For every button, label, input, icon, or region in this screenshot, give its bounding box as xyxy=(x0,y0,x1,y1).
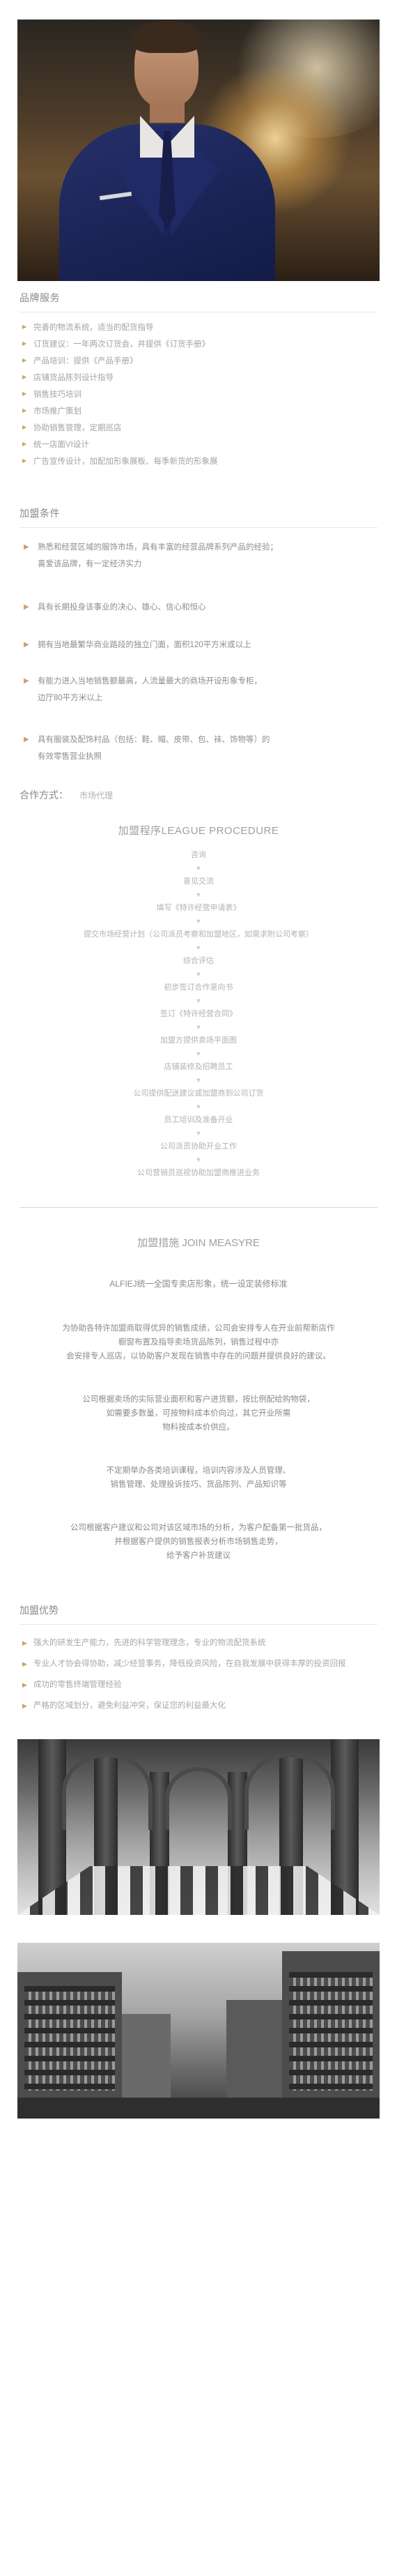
bullet-icon: ▶ xyxy=(22,340,27,347)
page: 品牌服务 ▶完善的物流系统，适当的配货指导 ▶订货建议：一年两次订货会，并提供《… xyxy=(0,20,397,2119)
procedure-step: 初步签订合作意向书 xyxy=(164,983,233,992)
bullet-icon: ▶ xyxy=(22,324,27,330)
list-item: ▶成功的零售终端管理经验 xyxy=(22,1681,122,1689)
list-item: ▶店铺货品陈列设计指导 xyxy=(22,374,114,382)
advantages-list: ▶强大的研发生产能力，先进的科学管理理念，专业的物流配货系统 ▶专业人才协会得协… xyxy=(20,1637,377,1711)
cooperation-value: 市场代理 xyxy=(79,791,114,801)
list-item: ▶具有长期投身该事业的决心、雄心、信心和恒心 xyxy=(20,599,377,637)
bullet-icon: ▶ xyxy=(22,407,27,414)
measures-paragraph: 公司根据卖场的实际营业面积和客户进货额，按比例配给购物袋， 如需要多数量，可按物… xyxy=(82,1395,315,1432)
bullet-icon: ▶ xyxy=(24,603,29,611)
advantages-title: 加盟优势 xyxy=(20,1605,59,1616)
bullet-icon: ▶ xyxy=(22,357,27,363)
bullet-icon: ▶ xyxy=(22,374,27,380)
list-item: ▶专业人才协会得协助，减少经营事务，降低投资风险，在自我发展中获得丰厚的投资回报 xyxy=(22,1660,346,1668)
arrow-down-icon: ▼ xyxy=(195,1050,202,1057)
list-item: ▶具有服装及配饰村品（包括：鞋、帽、皮带、包、袜、饰物等）的有效零售营业执照 xyxy=(20,732,377,778)
arrow-down-icon: ▼ xyxy=(195,1077,202,1084)
bullet-icon: ▶ xyxy=(24,641,29,649)
bullet-icon: ▶ xyxy=(22,441,27,447)
bullet-icon: ▶ xyxy=(22,1681,27,1688)
procedure-step: 意见交流 xyxy=(183,877,214,886)
list-item: ▶协助销售管理，定期巡店 xyxy=(22,424,122,432)
list-item: ▶广告宣传设计，加配加形象展板、每季新货的形象展 xyxy=(22,457,218,466)
photo-arch xyxy=(165,1767,232,1830)
arrow-down-icon: ▼ xyxy=(195,1024,202,1031)
advantages-rule xyxy=(20,1624,377,1625)
arrow-down-icon: ▼ xyxy=(195,1130,202,1137)
arrow-down-icon: ▼ xyxy=(195,918,202,925)
cathedral-interior-photo xyxy=(17,1739,380,1915)
procedure-step: 提交市场经营计划（公司派员考察和加盟地区，如需求附公司考察） xyxy=(84,930,313,939)
measures-paragraph: 为协助各特许加盟商取得优异的销售成绩，公司会安排专人在开业前帮新店作 橱窗布置及… xyxy=(62,1324,335,1361)
bullet-icon: ▶ xyxy=(24,736,29,743)
hero-hair xyxy=(132,21,201,53)
procedure-step: 签订《特许经营合同》 xyxy=(160,1010,237,1018)
measures-title: 加盟措施 JOIN MEASYRE xyxy=(137,1237,260,1249)
procedure-title: 加盟程序LEAGUE PROCEDURE xyxy=(118,825,279,837)
procedure-step: 综合评估 xyxy=(183,957,214,965)
cooperation-row: 合作方式： 市场代理 xyxy=(20,785,377,805)
list-item: ▶销售技巧培训 xyxy=(22,391,81,399)
list-item: ▶订货建议：一年两次订货会，并提供《订货手册》 xyxy=(22,340,210,349)
photo-arch xyxy=(62,1753,153,1830)
brand-services-list: ▶完善的物流系统，适当的配货指导 ▶订货建议：一年两次订货会，并提供《订货手册》… xyxy=(20,319,377,470)
procedure-step: 咨询 xyxy=(191,851,206,859)
photo-checkered-floor xyxy=(17,1866,380,1915)
procedure-step: 员工培训及准备开业 xyxy=(164,1116,233,1124)
measures-intro: ALFIEJ统一全国专卖店形象，统一设定装修标准 xyxy=(109,1279,288,1289)
measures-paragraph: 公司根据客户建议和公司对该区域市场的分析，为客户配备第一批货品， 并根据客户提供… xyxy=(70,1524,327,1560)
list-item: ▶产品培训：提供《产品手册》 xyxy=(22,357,138,365)
list-item: ▶强大的研发生产能力，先进的科学管理理念，专业的物流配货系统 xyxy=(22,1639,266,1647)
arrow-down-icon: ▼ xyxy=(195,971,202,978)
arrow-down-icon: ▼ xyxy=(195,1156,202,1163)
list-item: ▶完善的物流系统，适当的配货指导 xyxy=(22,324,154,332)
procedure-step: 店铺装修及招聘员工 xyxy=(164,1063,233,1071)
procedure-flow: 咨询 ▼ 意见交流 ▼ 填写《特许经营申请表》 ▼ 提交市场经营计划（公司派员考… xyxy=(17,847,380,1181)
photo-street xyxy=(17,2098,380,2119)
hero-photo-model-in-suit xyxy=(17,20,380,281)
conditions-title: 加盟条件 xyxy=(20,508,60,519)
bullet-icon: ▶ xyxy=(22,1660,27,1667)
procedure-step: 加盟方提供卖场平面图 xyxy=(160,1036,237,1045)
conditions-rule xyxy=(20,527,377,528)
measures-paragraph: 不定期举办各类培训课程，培训内容涉及人员管理、 销售管理、处理投诉技巧、货品陈列… xyxy=(106,1467,291,1489)
brand-services-title: 品牌服务 xyxy=(20,292,60,303)
arrow-down-icon: ▼ xyxy=(195,865,202,872)
arrow-down-icon: ▼ xyxy=(195,944,202,951)
list-item: ▶有能力进入当地销售额最高，人流量最大的商场开设形象专柜，边厅80平方米以上 xyxy=(20,673,377,732)
section-divider xyxy=(20,1207,377,1208)
arrow-down-icon: ▼ xyxy=(195,997,202,1004)
list-item: ▶熟悉和经营区域的服饰市场，具有丰富的经营品牌系列产品的经验；喜爱该品牌，有一定… xyxy=(20,539,377,599)
photo-building xyxy=(17,1972,122,2119)
list-item: ▶严格的区域划分，避免利益冲突，保证您的利益最大化 xyxy=(22,1702,226,1710)
arrow-down-icon: ▼ xyxy=(195,1103,202,1110)
photo-arch xyxy=(244,1753,335,1830)
bullet-icon: ▶ xyxy=(22,424,27,430)
bullet-icon: ▶ xyxy=(24,543,29,551)
arrow-down-icon: ▼ xyxy=(195,891,202,898)
procedure-step: 填写《特许经营申请表》 xyxy=(156,904,241,912)
city-street-photo xyxy=(17,1943,380,2119)
list-item: ▶统一店面VI设计 xyxy=(22,441,89,449)
bullet-icon: ▶ xyxy=(22,1639,27,1646)
conditions-list: ▶熟悉和经营区域的服饰市场，具有丰富的经营品牌系列产品的经验；喜爱该品牌，有一定… xyxy=(20,539,377,778)
photo-building xyxy=(282,1951,380,2119)
procedure-step: 公司营销员巡视协助加盟商推进业务 xyxy=(137,1169,260,1177)
bullet-icon: ▶ xyxy=(22,457,27,464)
list-item: ▶市场推广策划 xyxy=(22,407,81,416)
procedure-step: 公司提供配送建议或加盟商到公司订货 xyxy=(133,1089,264,1098)
procedure-step: 公司派员协助开业工作 xyxy=(160,1142,237,1151)
cooperation-label: 合作方式： xyxy=(20,789,68,801)
list-item: ▶拥有当地最繁华商业路段的独立门面，面积120平方米或以上 xyxy=(20,637,377,673)
bullet-icon: ▶ xyxy=(24,677,29,685)
bullet-icon: ▶ xyxy=(22,391,27,397)
bullet-icon: ▶ xyxy=(22,1702,27,1709)
